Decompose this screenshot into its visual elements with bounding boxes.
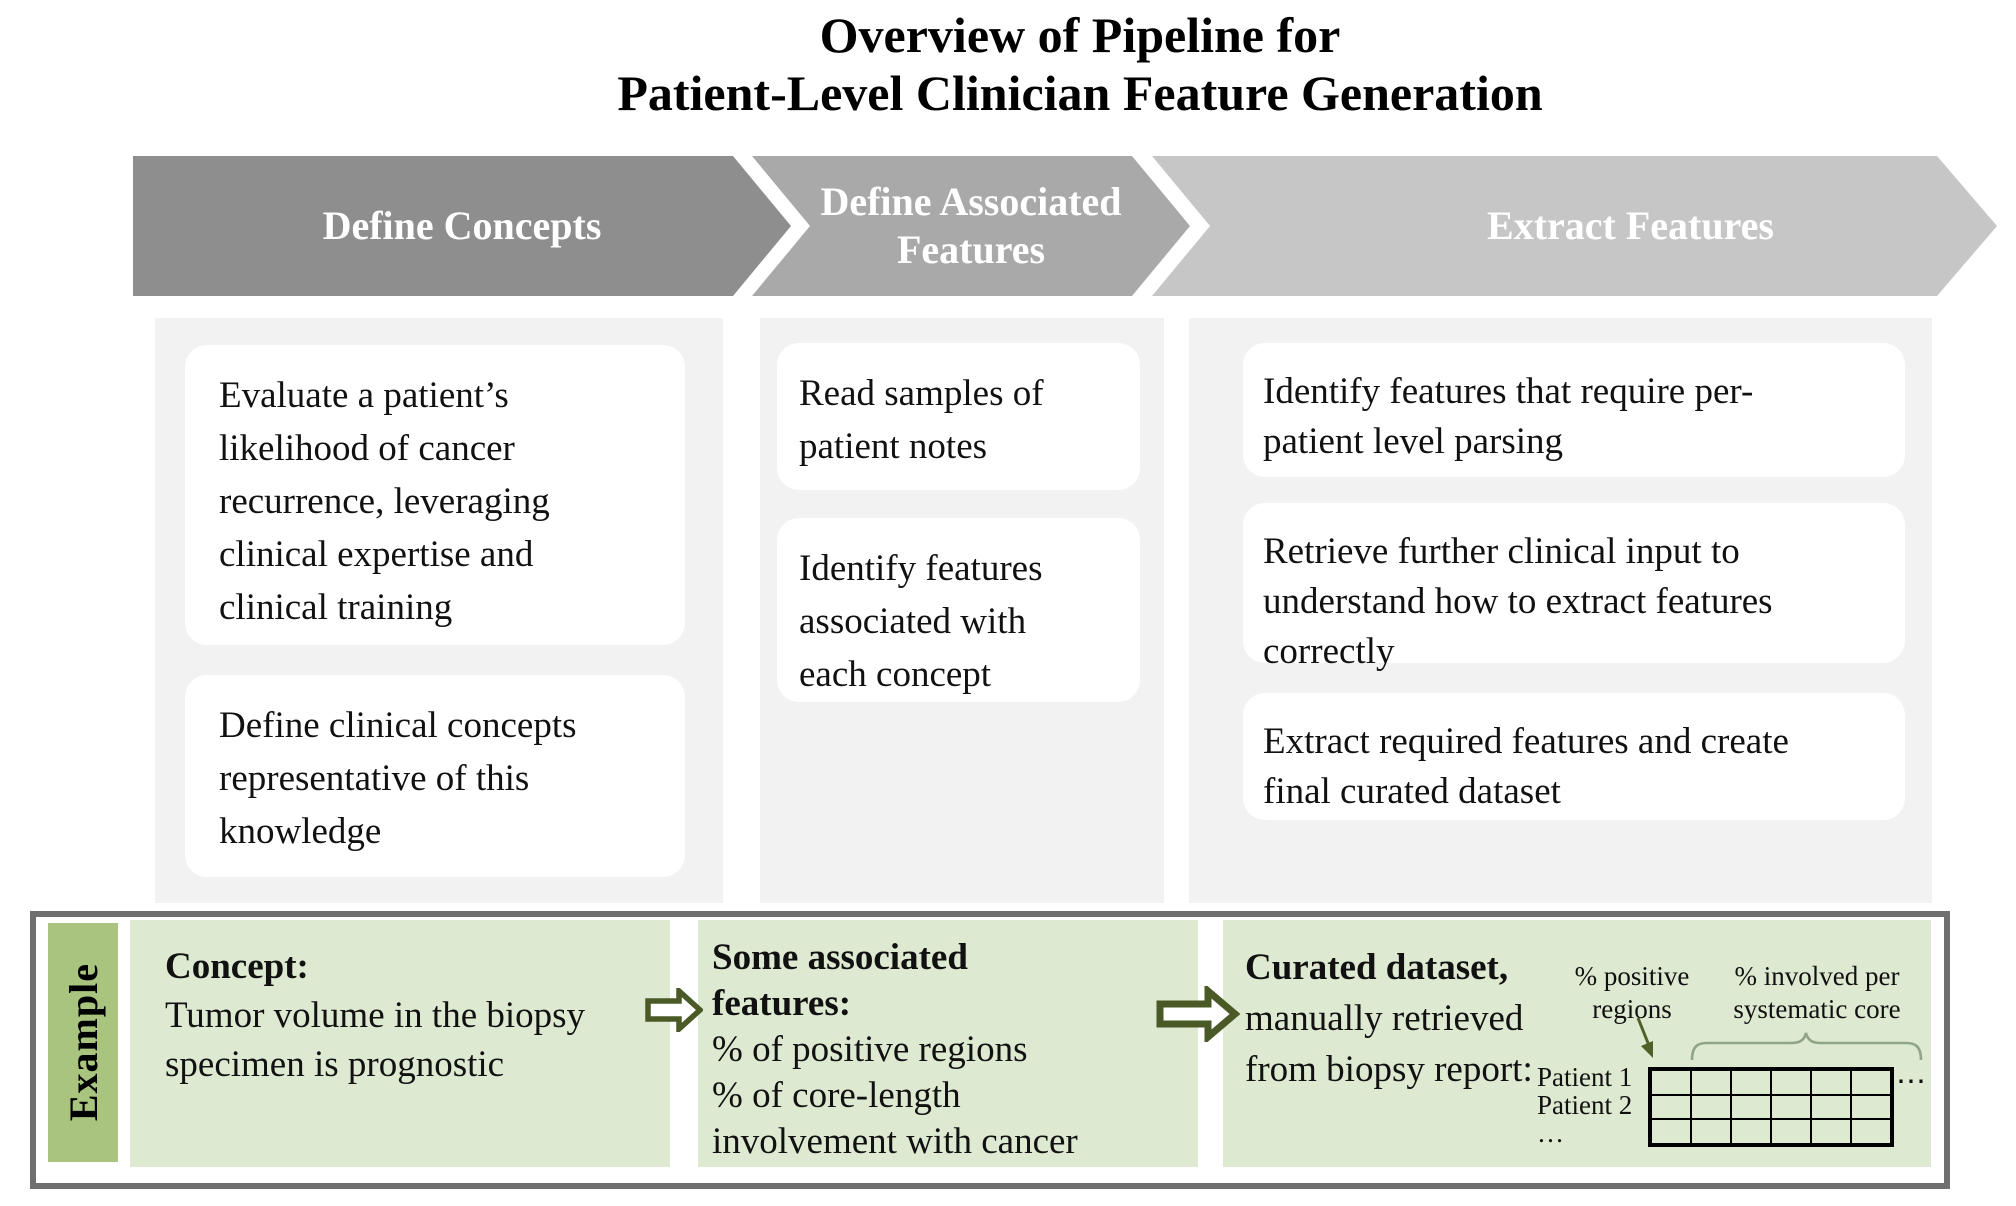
step-label: Define Associated Features (820, 179, 1122, 272)
dataset-cell (1851, 1119, 1891, 1144)
dataset-cell (1771, 1119, 1811, 1144)
column-label-positive-regions: % positive regions (1574, 961, 1690, 1024)
dataset-cell (1691, 1119, 1731, 1144)
step-label: Define Concepts (322, 203, 602, 248)
dataset-cell (1811, 1094, 1851, 1120)
dataset-cell (1771, 1070, 1811, 1095)
dataset-cell (1811, 1119, 1851, 1144)
page-title-line1: Overview of Pipeline for (819, 7, 1341, 63)
dataset-cell (1851, 1070, 1891, 1095)
dataset-cell (1691, 1070, 1731, 1095)
column-label-involved-per-core: % involved per systematic core (1733, 961, 1901, 1024)
arrow-right-icon (1156, 986, 1240, 1042)
page-title-line2: Patient-Level Clinician Feature Generati… (617, 65, 1543, 121)
dataset-cell (1651, 1094, 1691, 1120)
card-retrieve-clinical-input: Retrieve further clinical input to under… (1243, 503, 1905, 672)
card-evaluate-patient: Evaluate a patient’s likelihood of cance… (185, 345, 685, 645)
step-extract-features: Extract Features (1152, 156, 1997, 296)
page-title: Overview of Pipeline for Patient-Level C… (144, 6, 2016, 122)
dataset-cell (1651, 1119, 1691, 1144)
step-label: Extract Features (1487, 203, 1774, 248)
dataset-row-labels: Patient 1 Patient 2 … (1537, 1062, 1633, 1148)
dataset-cell (1731, 1119, 1771, 1144)
dataset-cell (1691, 1094, 1731, 1120)
dataset-cell (1651, 1070, 1691, 1095)
dataset-cell (1731, 1070, 1771, 1095)
chevron-arrow-shape (133, 156, 791, 296)
dataset-grid (1648, 1067, 1894, 1147)
dataset-cell (1851, 1094, 1891, 1120)
brace-icon (1690, 1032, 1923, 1061)
step-define-associated-features: Define Associated Features (752, 156, 1190, 296)
example-label-text: Example (60, 963, 106, 1122)
down-right-arrow-icon (1636, 1017, 1653, 1058)
card-identify-per-patient-features: Identify features that require per- pati… (1243, 343, 1905, 477)
step-define-concepts: Define Concepts (133, 156, 791, 296)
dataset-cell (1771, 1094, 1811, 1120)
card-identify-associated-features: Identify features associated with each c… (777, 518, 1140, 702)
example-concept-box: Concept: Tumor volume in the biopsy spec… (130, 920, 670, 1167)
card-define-clinical-concepts: Define clinical concepts representative … (185, 675, 685, 877)
card-extract-required-features: Extract required features and create fin… (1243, 693, 1905, 820)
chevron-arrow-shape (752, 156, 1190, 296)
dataset-cell (1811, 1070, 1851, 1095)
dataset-grid-ellipsis: ⋯ (1896, 1065, 1928, 1098)
arrow-right-icon (645, 988, 703, 1032)
chevron-arrow-shape (1152, 156, 1997, 296)
card-read-samples: Read samples of patient notes (777, 343, 1140, 490)
example-features-box: Some associated features: % of positive … (698, 920, 1198, 1167)
example-row-label: Example (48, 923, 118, 1162)
dataset-cell (1731, 1094, 1771, 1120)
